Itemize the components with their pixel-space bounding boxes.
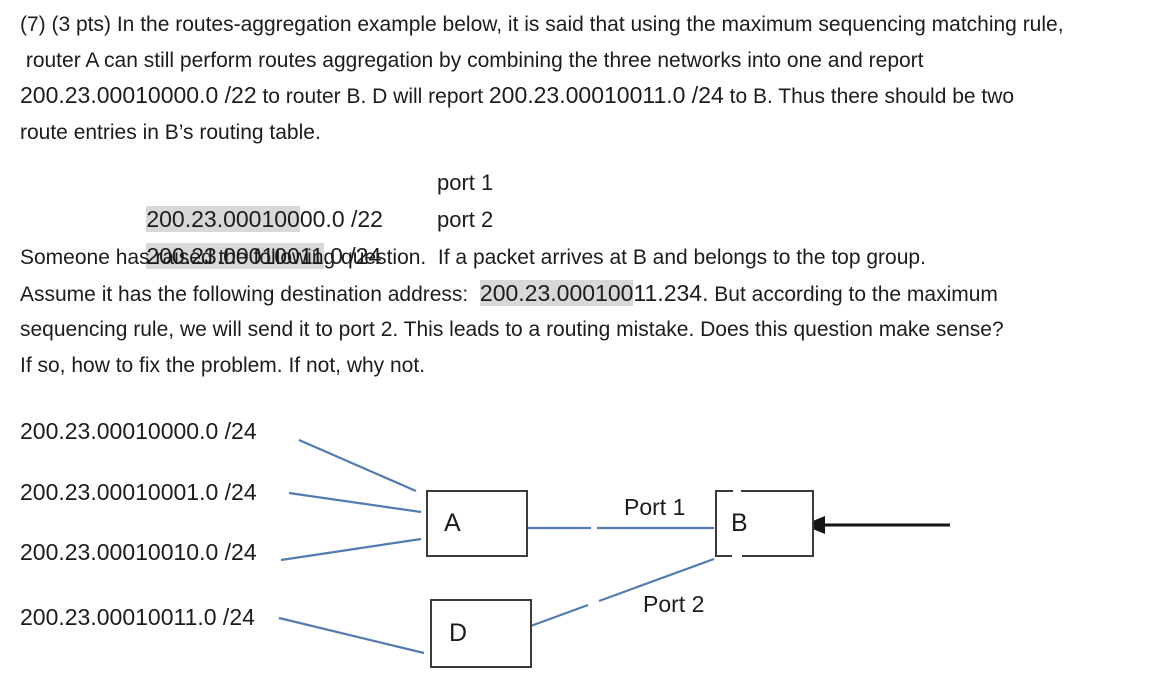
paragraph-line: route entries in B’s routing table. bbox=[20, 115, 1064, 151]
route-prefix-highlighted: 200.23.00010011 bbox=[146, 243, 324, 269]
text-run: Someone has raised the following questio… bbox=[20, 246, 926, 269]
port-2-label: Port 2 bbox=[643, 591, 705, 617]
router-box-d: D bbox=[430, 599, 532, 668]
network-label-3: 200.23.00010010.0 /24 bbox=[20, 539, 257, 565]
destination-address-highlighted: 200.23.000100 bbox=[479, 279, 634, 306]
paragraph-line: Assume it has the following destination … bbox=[20, 276, 1004, 313]
router-label-a: A bbox=[444, 509, 461, 537]
router-label-d: D bbox=[449, 619, 468, 647]
routing-table-row: 200.23.00010000.0 /22 port 1 bbox=[108, 164, 493, 232]
route-prefix-rest: .0 /24 bbox=[323, 243, 382, 269]
paragraph-line: Someone has raised the following questio… bbox=[20, 240, 1004, 276]
paragraph-line: router A can still perform routes aggreg… bbox=[20, 43, 1064, 79]
link-net1-to-a bbox=[298, 438, 417, 493]
paragraph-line: sequencing rule, we will send it to port… bbox=[20, 312, 1004, 348]
question-paragraph-2: Someone has raised the following questio… bbox=[20, 240, 1004, 383]
router-label-b: B bbox=[731, 509, 748, 537]
box-b-border-gap-top bbox=[733, 489, 741, 493]
router-box-a: A bbox=[426, 490, 528, 557]
router-box-b: B bbox=[715, 490, 814, 557]
routing-table: 200.23.00010000.0 /22 port 1 200.23.0001… bbox=[108, 164, 493, 269]
text-run: If so, how to fix the problem. If not, w… bbox=[20, 353, 426, 377]
text-run: to router B. D will report bbox=[256, 85, 489, 108]
paragraph-line: (7) (3 pts) In the routes-aggregation ex… bbox=[20, 7, 1064, 43]
text-run: Assume it has the following destination … bbox=[20, 282, 480, 306]
link-net2-to-a bbox=[288, 491, 422, 514]
ip-prefix-slash22: 200.23.00010000.0 /22 bbox=[20, 82, 257, 108]
port-1-label: Port 1 bbox=[624, 494, 686, 520]
routing-table-row: 200.23.00010011.0 /24 port 2 bbox=[108, 201, 493, 269]
text-run: sequencing rule, we will send it to port… bbox=[20, 318, 1004, 341]
ip-prefix-slash24: 200.23.00010011.0 /24 bbox=[488, 82, 724, 108]
text-run: route entries in B’s routing table. bbox=[20, 120, 321, 144]
destination-address-rest: 11.234. bbox=[633, 279, 709, 306]
text-run: (7) (3 pts) In the routes-aggregation ex… bbox=[20, 13, 1064, 36]
text-run: But according to the maximum bbox=[708, 282, 998, 306]
box-b-border-gap-bottom bbox=[732, 555, 742, 559]
link-net4-to-d bbox=[278, 616, 425, 655]
text-run: router A can still perform routes aggreg… bbox=[20, 48, 924, 72]
paragraph-line: 200.23.00010000.0 /22 to router B. D wil… bbox=[20, 78, 1064, 115]
paragraph-line: If so, how to fix the problem. If not, w… bbox=[20, 348, 1004, 384]
network-label-1: 200.23.00010000.0 /24 bbox=[20, 418, 257, 444]
route-port: port 1 bbox=[437, 170, 494, 195]
route-prefix-highlighted: 200.23.000100 bbox=[146, 206, 300, 232]
text-run: to B. Thus there should be two bbox=[723, 85, 1015, 108]
question-paragraph-1: (7) (3 pts) In the routes-aggregation ex… bbox=[20, 7, 1064, 150]
network-label-4: 200.23.00010011.0 /24 bbox=[20, 604, 255, 630]
route-port: port 2 bbox=[437, 207, 494, 232]
route-prefix-rest: 00.0 /22 bbox=[299, 206, 383, 232]
link-net3-to-a bbox=[280, 537, 422, 562]
network-label-2: 200.23.00010001.0 /24 bbox=[20, 479, 257, 505]
